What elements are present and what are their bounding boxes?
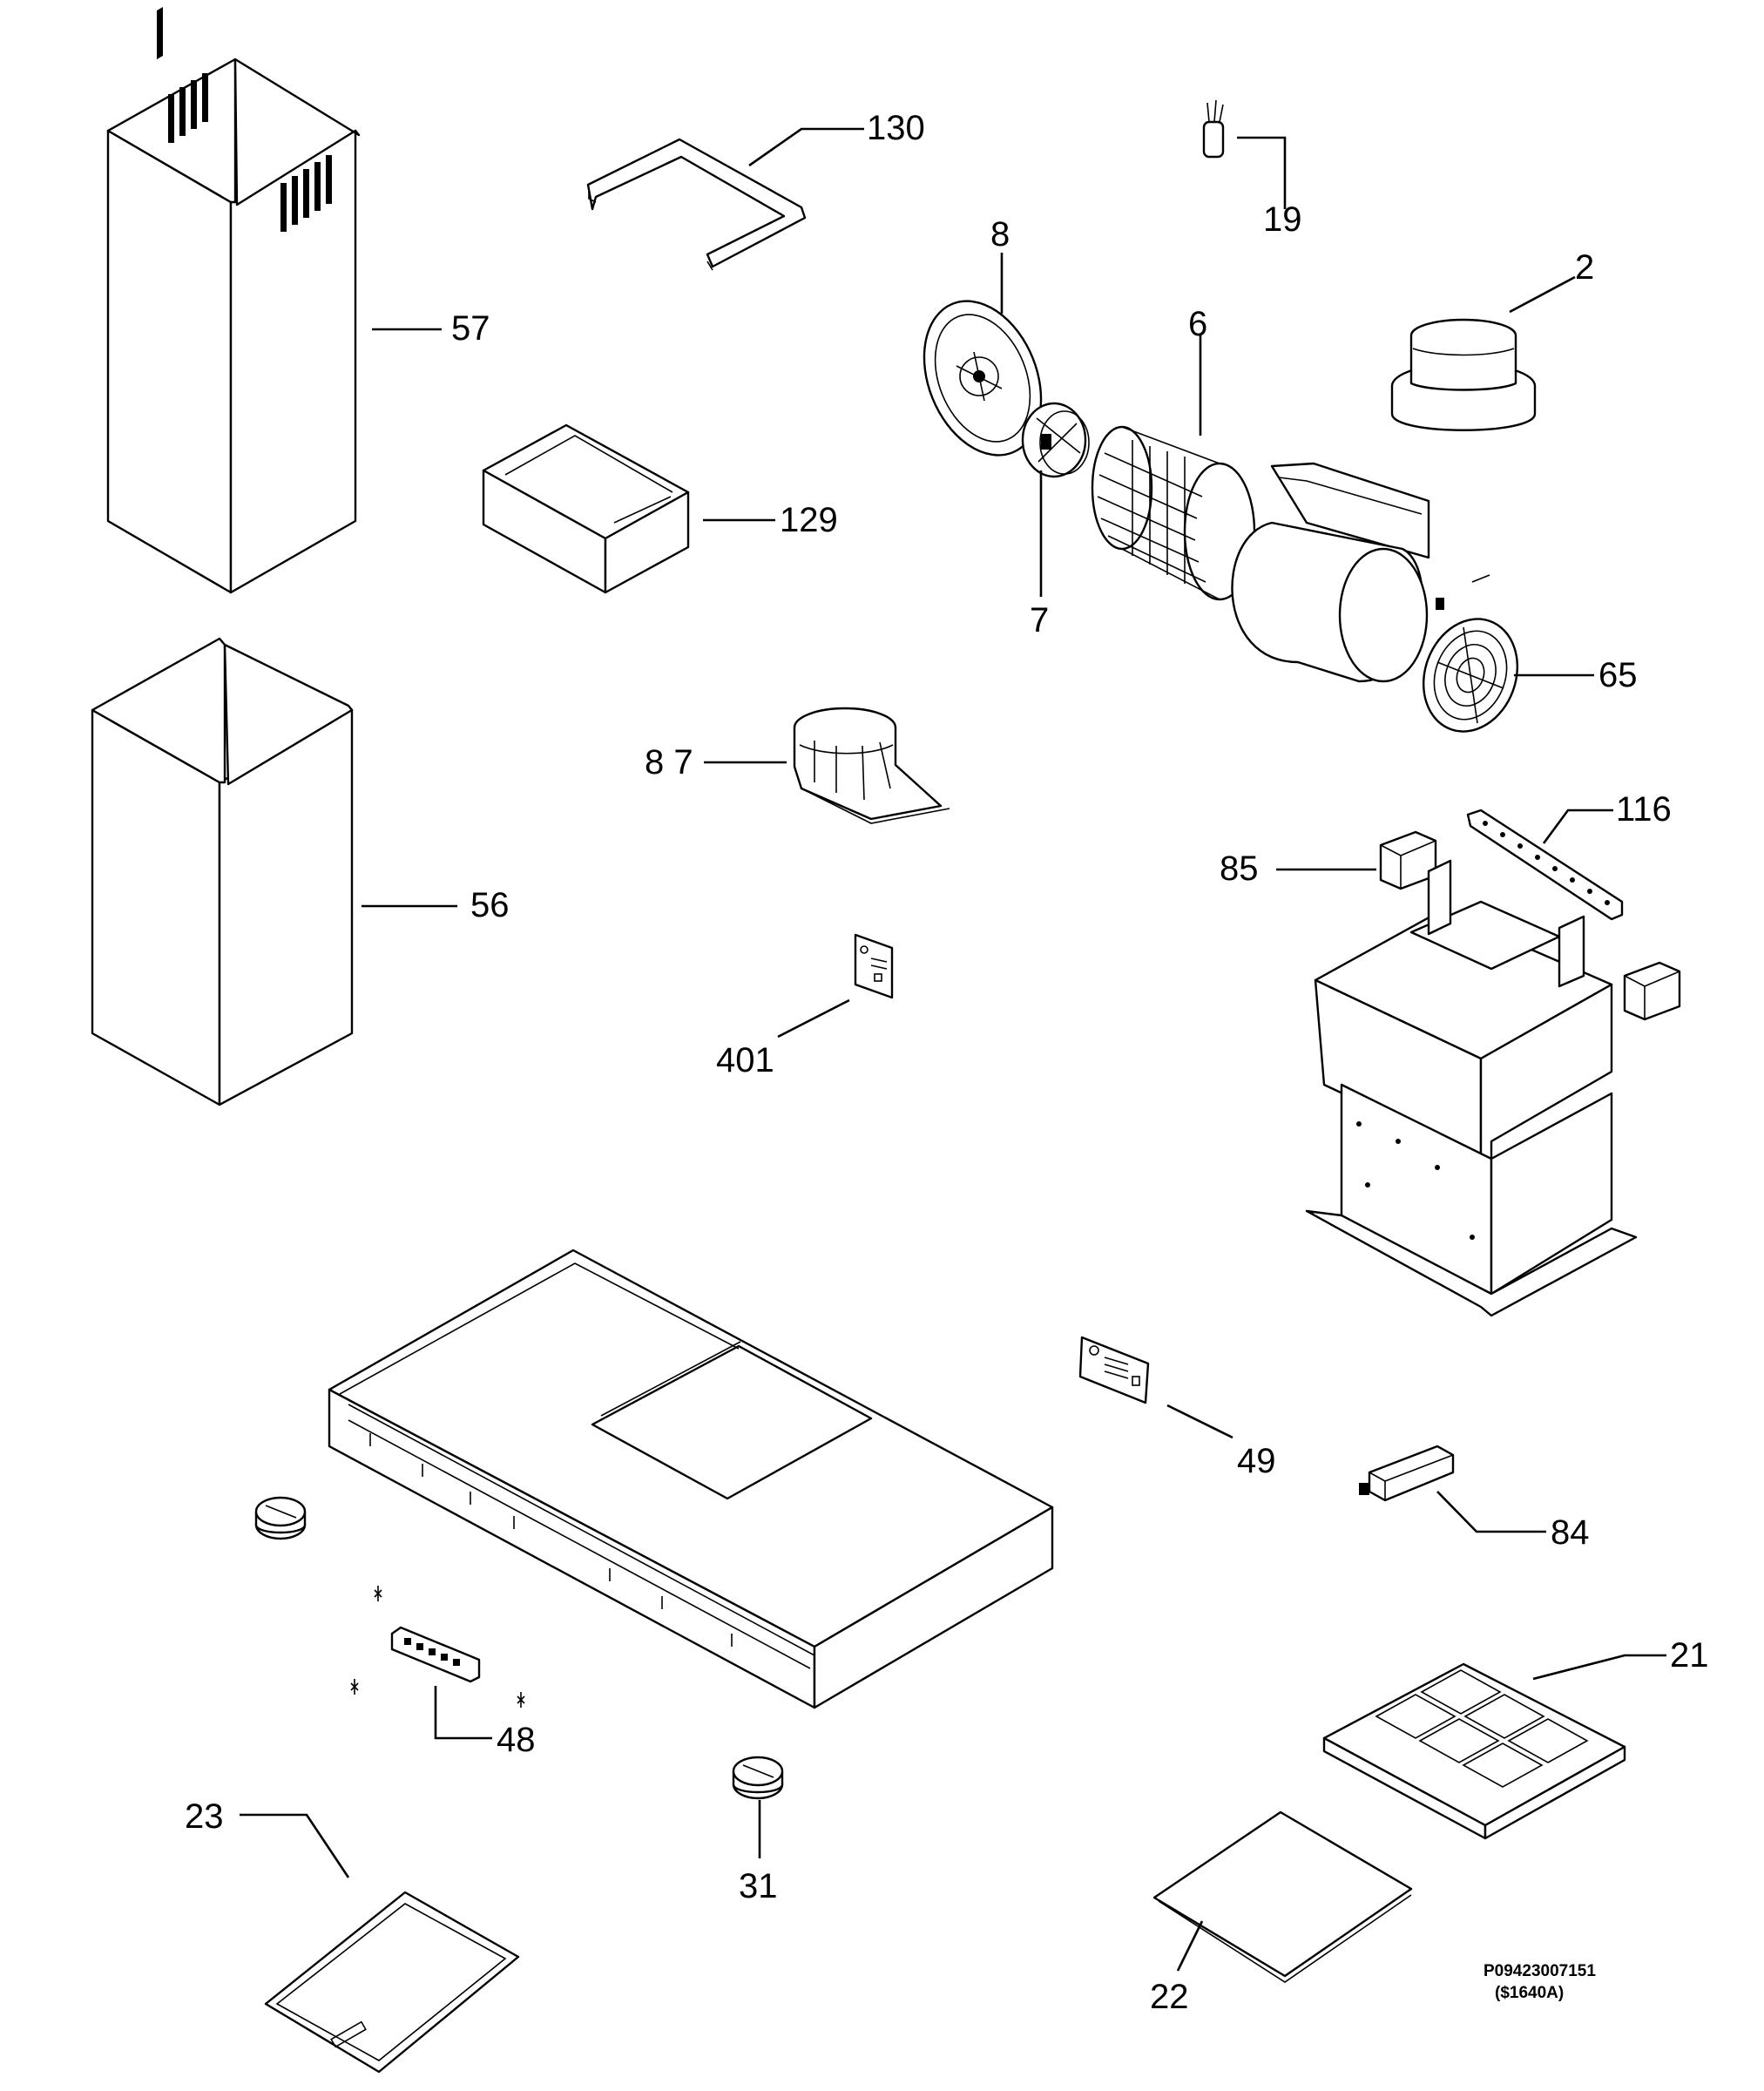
knob-left — [254, 1496, 307, 1540]
callout-2: 2 — [1575, 248, 1594, 287]
lower-chimney-part-56 — [91, 637, 354, 1106]
callout-116: 116 — [1616, 790, 1672, 829]
callout-49: 49 — [1237, 1442, 1276, 1480]
filter-part-23 — [264, 1891, 520, 2074]
capacitor-part-19 — [1202, 99, 1225, 159]
duct-collar-part-2 — [1390, 318, 1537, 431]
switch-panel-part-48 — [350, 1586, 525, 1708]
callout-8: 8 — [990, 215, 1010, 254]
callout-87: 8 7 — [645, 743, 693, 782]
upper-chimney-part-57 — [106, 7, 361, 594]
blower-wheel-part-6 — [1091, 425, 1256, 601]
rail-holes — [1483, 821, 1610, 905]
callout-23: 23 — [185, 1797, 224, 1836]
knob-part-31 — [732, 1756, 784, 1800]
frame-cells — [1375, 1669, 1589, 1788]
vent-slots-upper — [157, 7, 332, 232]
callout-65: 65 — [1598, 656, 1638, 694]
callout-130: 130 — [867, 109, 925, 147]
motor-part-7 — [1021, 402, 1090, 478]
drawing-code-number: P09423007151 — [1484, 1962, 1596, 1980]
callout-56: 56 — [470, 886, 510, 924]
motor-plate-part-8 — [923, 300, 1043, 457]
charcoal-frame-part-21 — [1322, 1662, 1626, 1840]
charcoal-pad-part-22 — [1152, 1810, 1413, 1983]
transition-box-part-129 — [482, 423, 690, 594]
mount-block-right — [1623, 961, 1681, 1021]
drawing-code-revision: ($1640A) — [1495, 1984, 1564, 2002]
callout-129: 129 — [780, 501, 838, 539]
damper-part-87 — [793, 707, 950, 824]
rail-part-116 — [1466, 809, 1624, 921]
hood-slots — [369, 1433, 733, 1647]
callout-labels: 130 19 8 2 57 6 129 7 65 8 7 116 85 56 4… — [185, 109, 1709, 2016]
callout-21: 21 — [1670, 1636, 1709, 1675]
callout-84: 84 — [1551, 1513, 1590, 1552]
callout-6: 6 — [1188, 305, 1207, 343]
callout-22: 22 — [1150, 1978, 1189, 2016]
leader-lines — [240, 127, 1666, 1972]
callout-19: 19 — [1263, 200, 1302, 239]
callout-31: 31 — [739, 1867, 778, 1905]
light-part-84 — [1359, 1445, 1455, 1502]
switch-buttons — [404, 1638, 460, 1666]
wheel-blades — [1097, 440, 1206, 584]
callout-85: 85 — [1220, 849, 1259, 888]
blower-housing — [1231, 462, 1430, 683]
bracket-part-130 — [586, 138, 807, 271]
drawing-code: P09423007151 ($1640A) — [1484, 1962, 1596, 2002]
grille-part-65 — [1422, 574, 1519, 733]
mount-part-85 — [1379, 830, 1437, 890]
callout-57: 57 — [451, 309, 490, 348]
callout-48: 48 — [497, 1721, 536, 1759]
pcb-part-401 — [854, 933, 894, 999]
motor-housing — [1305, 859, 1638, 1317]
pcb-part-49 — [1078, 1336, 1150, 1404]
housing-screws — [1356, 1121, 1475, 1240]
callout-401: 401 — [716, 1041, 774, 1079]
callout-7: 7 — [1030, 601, 1049, 639]
hood-body — [328, 1249, 1054, 1709]
